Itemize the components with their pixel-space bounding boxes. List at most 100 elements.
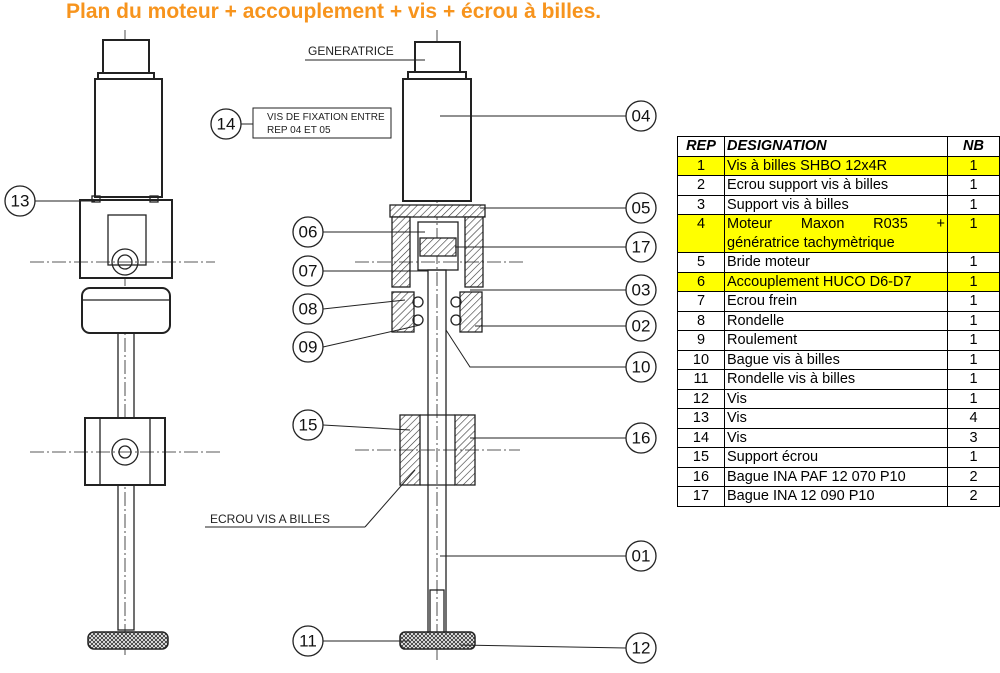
designation-cell: Bague INA PAF 12 070 P10 [724, 466, 948, 487]
note-14-line2: REP 04 ET 05 [267, 125, 331, 136]
callout-05-label: 05 [632, 199, 651, 218]
designation-cell: Moteur Maxon R035 + génératrice tachymèt… [724, 214, 948, 253]
callout-09: 09 [292, 331, 324, 363]
nb-cell: 1 [947, 349, 1000, 370]
callout-13-label: 13 [11, 192, 30, 211]
callout-11: 11 [292, 625, 324, 657]
callout-09-label: 09 [299, 338, 318, 357]
rep-cell: 14 [677, 427, 725, 448]
callout-17: 17 [625, 231, 657, 263]
nb-cell: 1 [947, 330, 1000, 351]
callout-12: 12 [625, 632, 657, 664]
designation-cell: Vis [724, 408, 948, 429]
callout-04-label: 04 [632, 107, 651, 126]
callout-15: 15 [292, 409, 324, 441]
designation-cell: Roulement [724, 330, 948, 351]
callout-04: 04 [625, 100, 657, 132]
callout-05: 05 [625, 192, 657, 224]
nb-cell: 1 [947, 447, 1000, 468]
rep-cell: 15 [677, 447, 725, 468]
callout-08: 08 [292, 293, 324, 325]
nb-cell: 1 [947, 271, 1000, 292]
nb-cell: 1 [947, 369, 1000, 390]
callout-01-label: 01 [632, 547, 651, 566]
rep-cell: 1 [677, 155, 725, 176]
callout-15-label: 15 [299, 416, 318, 435]
rep-cell: 16 [677, 466, 725, 487]
designation-cell: Rondelle [724, 310, 948, 331]
callout-11-label: 11 [299, 632, 317, 651]
rep-cell: 17 [677, 486, 725, 507]
note-14-line1: VIS DE FIXATION ENTRE [267, 112, 385, 123]
nb-cell: 1 [947, 388, 1000, 409]
nb-cell: 1 [947, 252, 1000, 273]
callout-08-label: 08 [299, 300, 318, 319]
rep-cell: 7 [677, 291, 725, 312]
ecrou-label: ECROU VIS A BILLES [210, 512, 330, 526]
callout-14-label: 14 [217, 115, 236, 134]
rep-cell: 8 [677, 310, 725, 331]
section-view [355, 30, 525, 660]
nb-cell: 3 [947, 427, 1000, 448]
nb-cell: 2 [947, 466, 1000, 487]
callout-10: 10 [625, 351, 657, 383]
rep-cell: 6 [677, 271, 725, 292]
designation-cell: Support écrou [724, 447, 948, 468]
rep-cell: 2 [677, 175, 725, 196]
generatrice-label: GENERATRICE [308, 44, 394, 58]
nb-cell: 2 [947, 486, 1000, 507]
callout-13: 13 [4, 185, 36, 217]
rep-cell: 9 [677, 330, 725, 351]
callout-03-label: 03 [632, 281, 651, 300]
callout-02-label: 02 [632, 317, 651, 336]
nb-cell: 1 [947, 310, 1000, 331]
nb-cell: 1 [947, 175, 1000, 196]
callout-12-label: 12 [632, 639, 651, 658]
rep-cell: 13 [677, 408, 725, 429]
side-view [30, 30, 220, 655]
header-designation: DESIGNATION [724, 136, 948, 157]
rep-cell: 12 [677, 388, 725, 409]
callout-01: 01 [625, 540, 657, 572]
callout-16-label: 16 [632, 429, 651, 448]
nb-cell: 4 [947, 408, 1000, 429]
callout-17-label: 17 [632, 238, 651, 257]
page-title: Plan du moteur + accouplement + vis + éc… [66, 0, 602, 23]
designation-cell: Bague vis à billes [724, 349, 948, 370]
rep-cell: 11 [677, 369, 725, 390]
designation-cell: Rondelle vis à billes [724, 369, 948, 390]
callout-10-label: 10 [632, 358, 651, 377]
designation-cell: Bride moteur [724, 252, 948, 273]
rep-cell: 3 [677, 194, 725, 215]
nb-cell: 1 [947, 155, 1000, 176]
designation-cell: Accouplement HUCO D6-D7 [724, 271, 948, 292]
designation-cell: Support vis à billes [724, 194, 948, 215]
rep-cell: 10 [677, 349, 725, 370]
header-rep: REP [677, 136, 725, 157]
rep-cell: 4 [677, 214, 725, 253]
callout-14: 14 [210, 108, 242, 140]
callout-07-label: 07 [299, 262, 318, 281]
designation-cell: Vis [724, 427, 948, 448]
callout-06: 06 [292, 216, 324, 248]
table-header-row: REP DESIGNATION NB [677, 136, 1000, 157]
